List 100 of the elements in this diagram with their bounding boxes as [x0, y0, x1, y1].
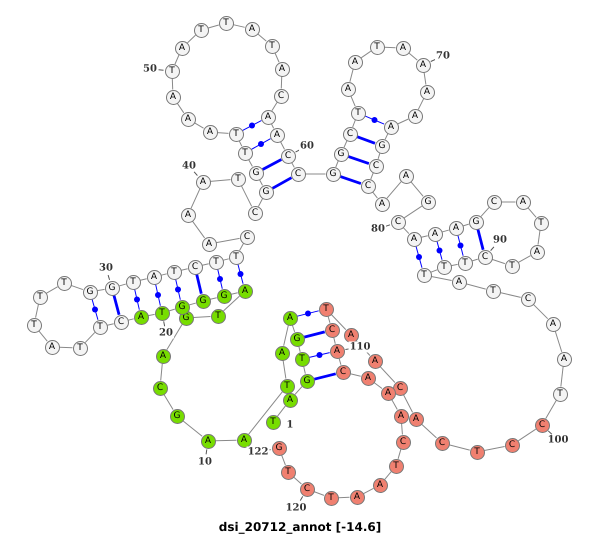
- base-letter: T: [557, 390, 563, 398]
- base-letter: C: [328, 326, 336, 334]
- nucleotide-circle: [208, 254, 224, 270]
- nucleotide-circle: [290, 166, 306, 182]
- nucleotide-circle: [468, 214, 484, 230]
- backbone-line: [257, 33, 267, 42]
- base-letter: C: [364, 182, 372, 190]
- backbone-line: [163, 394, 174, 410]
- base-letter: A: [376, 480, 384, 490]
- base-letter: T: [509, 262, 515, 270]
- backbone-line: [210, 179, 232, 182]
- backbone-line: [398, 448, 402, 460]
- backbone-line: [271, 102, 278, 112]
- base-letter: A: [178, 44, 186, 52]
- nucleotide-circle: [202, 236, 216, 252]
- base-pair-line: [195, 274, 203, 294]
- base-letter: T: [169, 66, 175, 76]
- base-letter: A: [348, 330, 354, 340]
- nucleotide-circle: [416, 58, 430, 72]
- base-letter: T: [223, 18, 229, 28]
- nucleotide-circle: [174, 300, 190, 314]
- nucleotide-circle: [428, 226, 442, 242]
- nucleotide-circle: [340, 82, 356, 96]
- nucleotide-circle: [188, 260, 202, 274]
- nucleotide-circle: [228, 250, 244, 264]
- nucleotide-circle: [556, 352, 572, 366]
- backbone-line: [484, 446, 506, 452]
- nucleotide-circle: [342, 126, 358, 142]
- base-letter: T: [235, 174, 241, 184]
- base-letter: C: [438, 438, 446, 448]
- backbone-line: [532, 304, 548, 320]
- backbone-line: [448, 444, 470, 451]
- backbone-line: [554, 330, 562, 352]
- nucleotide-circle: [248, 166, 264, 180]
- nucleotide-circle: [72, 340, 88, 356]
- base-letter: T: [474, 448, 480, 456]
- nucleotide-circle: [360, 178, 376, 194]
- base-letter: T: [284, 382, 290, 390]
- base-letter: G: [294, 334, 300, 344]
- base-letter: A: [248, 24, 256, 34]
- base-letter: A: [550, 320, 556, 328]
- base-letter: G: [174, 412, 180, 420]
- backbone-line: [292, 324, 296, 332]
- nucleotide-circle: [228, 126, 244, 142]
- base-letter: A: [520, 198, 526, 206]
- base-letter: C: [482, 252, 488, 262]
- backbone-line: [408, 52, 418, 61]
- nucleotide-circle: [504, 438, 520, 452]
- base-letter: T: [233, 252, 239, 262]
- base-letter: C: [400, 438, 406, 446]
- backbone-line: [274, 52, 280, 63]
- backbone-line: [545, 400, 557, 420]
- nucleotide-circle: [258, 184, 274, 200]
- backbone-line: [384, 471, 392, 480]
- nucleotide-circle: [248, 206, 262, 220]
- nucleotide-circle: [334, 146, 348, 162]
- backbone-line: [194, 122, 204, 129]
- nucleotide-circle: [264, 38, 280, 54]
- base-letter: A: [334, 346, 340, 356]
- nucleotide-circle: [174, 40, 190, 56]
- nucleotide-circle: [420, 84, 434, 100]
- nucleotide-circle: [478, 250, 492, 264]
- base-letter: A: [432, 230, 438, 238]
- nucleotide-circle: [152, 380, 168, 396]
- base-letter: A: [402, 172, 410, 180]
- nucleotide-circle: [434, 436, 450, 450]
- base-letter: G: [200, 296, 206, 306]
- backbone-line: [172, 78, 174, 90]
- nucleotide-circle: [344, 328, 358, 342]
- base-letter: T: [374, 42, 380, 52]
- backbone-line: [239, 243, 244, 251]
- nucleotide-circle: [32, 290, 48, 304]
- nucleotide-circle: [452, 274, 466, 290]
- position-number: 100: [546, 434, 570, 446]
- base-letter: A: [412, 112, 418, 120]
- base-letter: T: [355, 108, 361, 118]
- nucleotide-circle: [272, 440, 286, 456]
- base-letter: A: [352, 58, 358, 66]
- base-letter: T: [37, 292, 43, 302]
- backbone-line: [492, 258, 506, 264]
- nucleotide-circle: [552, 386, 568, 402]
- nucleotide-circle: [374, 138, 390, 154]
- base-pair-line: [155, 284, 161, 306]
- backbone-line: [208, 24, 220, 28]
- nucleotide-circle: [406, 232, 422, 246]
- position-number: 10: [197, 456, 213, 468]
- nucleotide-circle: [448, 220, 464, 236]
- nucleotide-circle: [194, 22, 208, 38]
- backbone-line: [424, 72, 426, 86]
- backbone-line: [518, 428, 536, 442]
- nucleotide-circle: [458, 256, 472, 270]
- backbone-line: [70, 284, 84, 290]
- nucleotide-circle: [126, 274, 140, 290]
- nucleotide-circle: [534, 418, 550, 432]
- position-number: 120: [284, 502, 308, 514]
- backbone-line: [560, 366, 564, 388]
- nucleotide-circle: [114, 314, 128, 330]
- base-pair-line: [340, 175, 362, 185]
- base-letter: C: [346, 130, 354, 138]
- backbone-line: [182, 420, 203, 437]
